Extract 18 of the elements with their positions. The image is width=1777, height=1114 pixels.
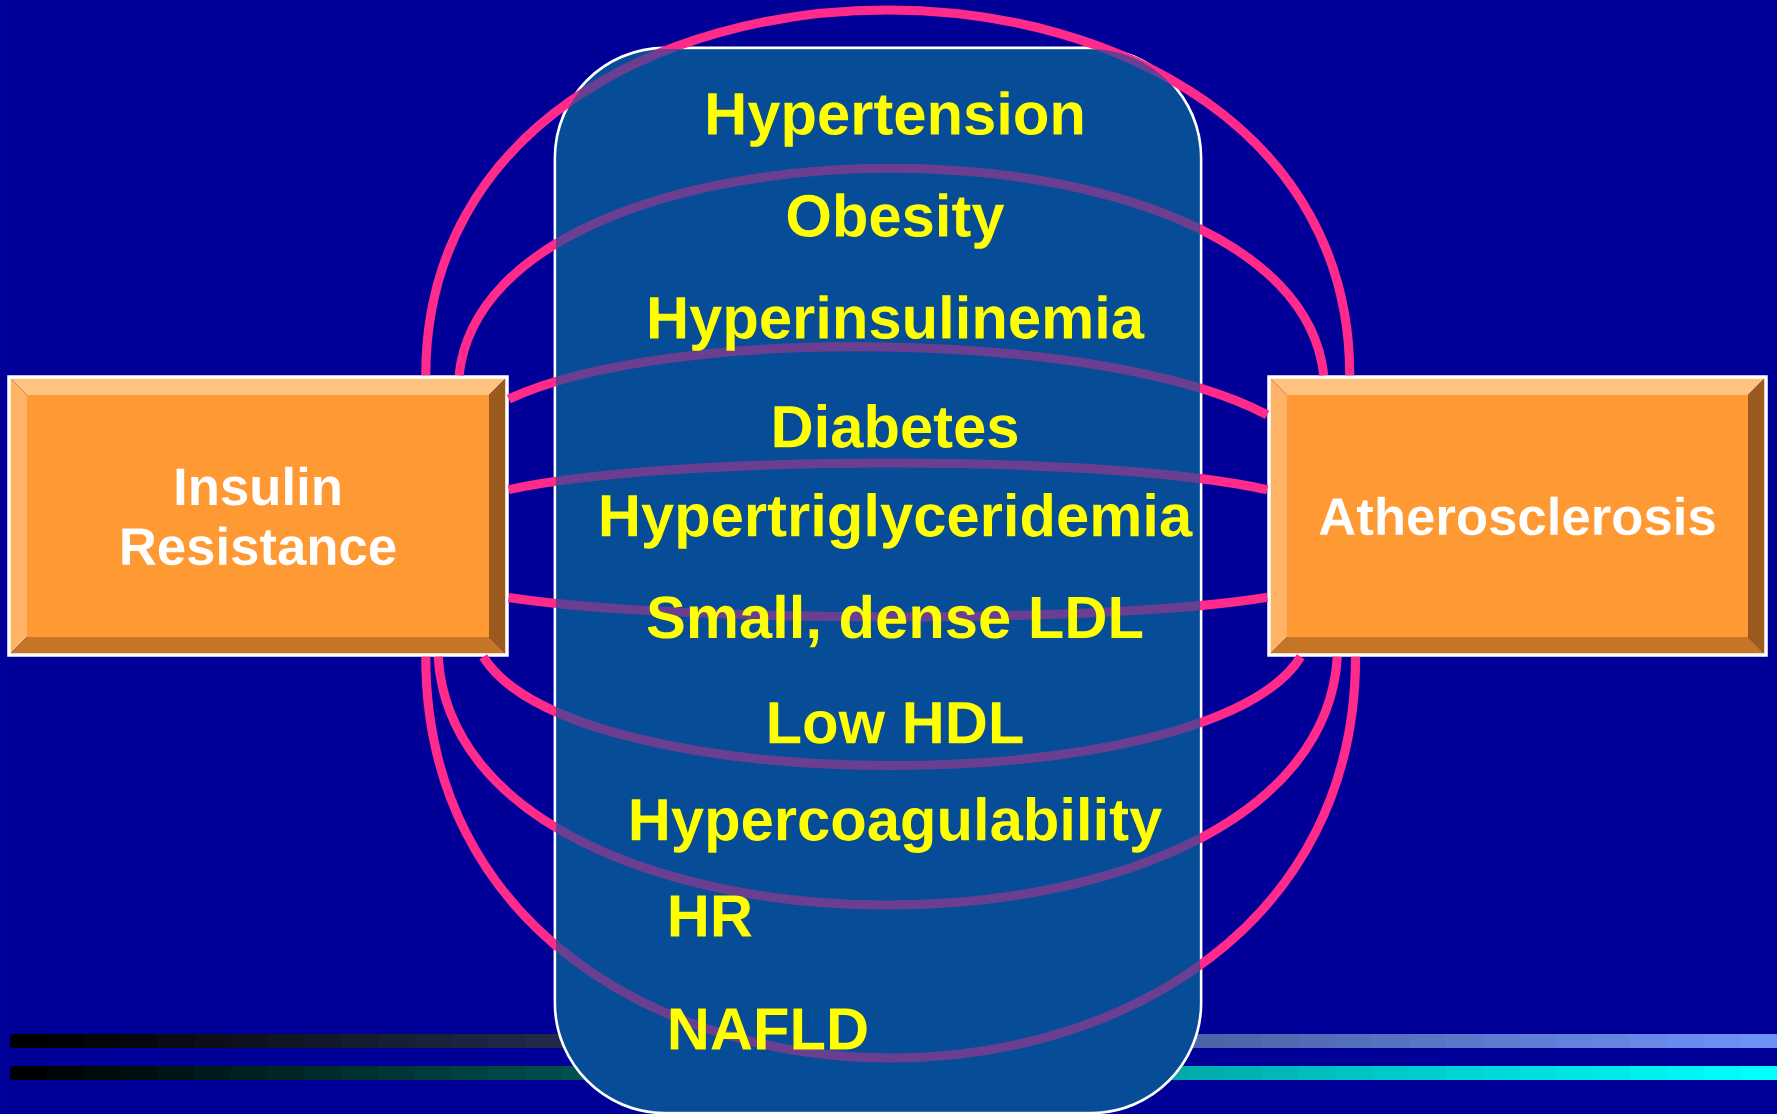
list-item: Hypertension [708, 91, 1083, 147]
curved-line [480, 653, 1304, 770]
bevel-box: Insulin Resistance [7, 375, 509, 657]
curved-line [421, 6, 1355, 376]
list-item: HR [670, 895, 752, 937]
list-item: Diabetes [774, 404, 1018, 448]
list-item: Hypertriglyceridemia [601, 493, 1193, 549]
list-item: Hypercoagulability [631, 797, 1162, 853]
curved-line [421, 656, 1361, 1062]
curved-line [454, 163, 1329, 377]
curved-line [507, 342, 1270, 420]
bevel-box: Atherosclerosis [1267, 375, 1768, 657]
list-item: Hyperinsulinemia [650, 295, 1145, 351]
list-item: Low HDL [769, 702, 1023, 744]
list-item: Obesity [787, 193, 1005, 249]
curved-line [433, 655, 1342, 910]
list-item: Small, dense LDL [647, 594, 1143, 648]
list-item: NAFLD [670, 1008, 867, 1050]
